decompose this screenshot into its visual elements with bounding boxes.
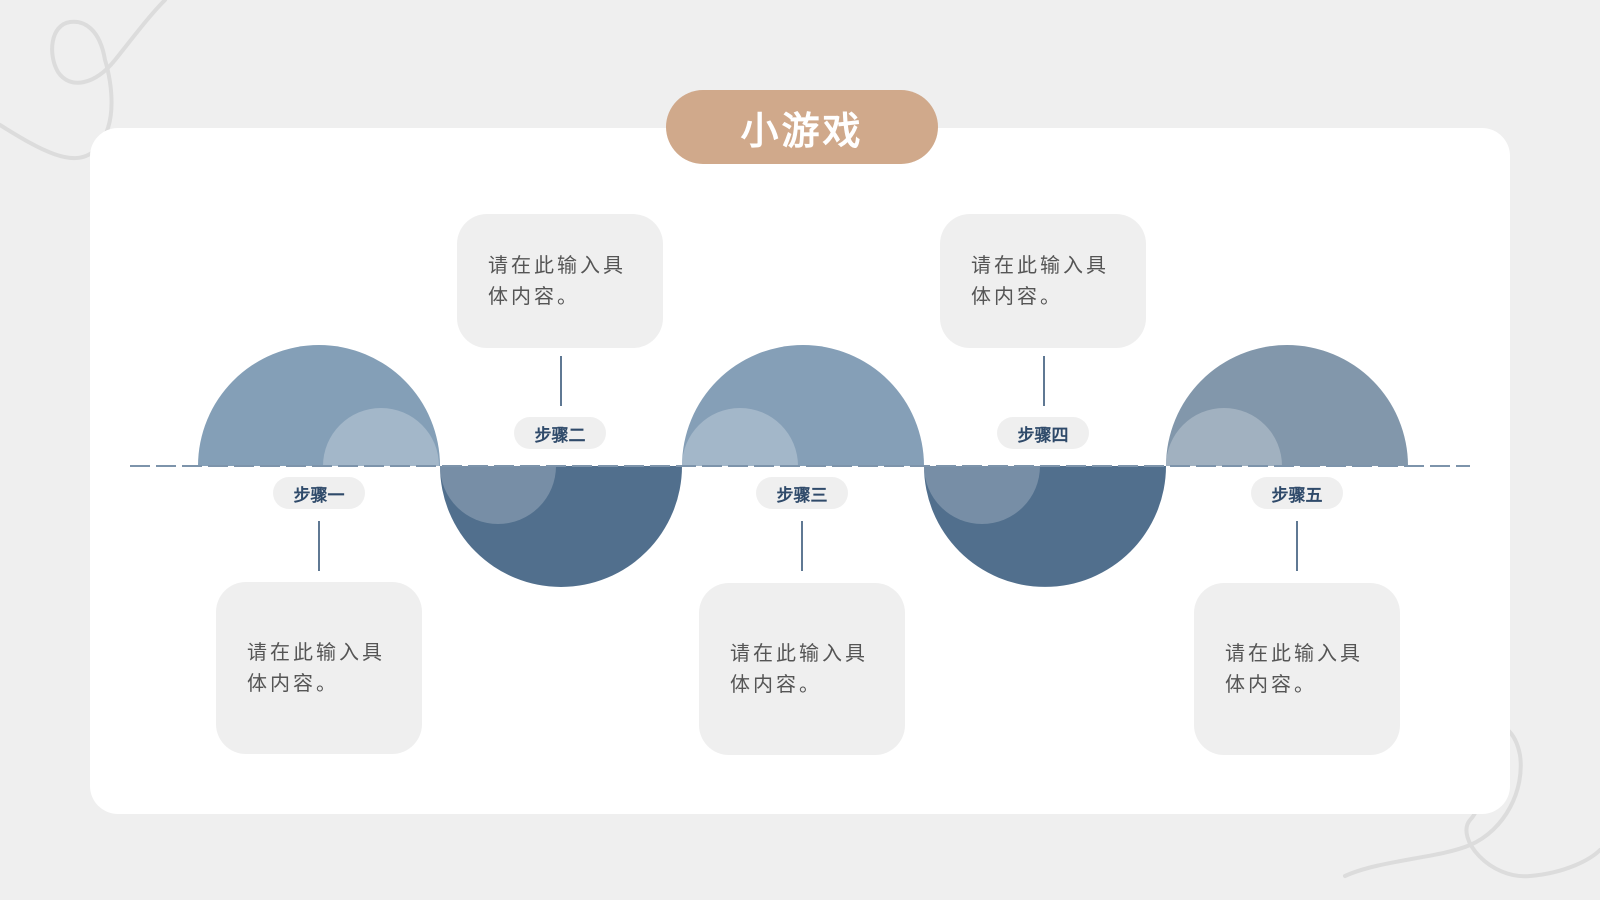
step-3-connector [801, 521, 803, 571]
title-badge: 小游戏 [666, 90, 938, 164]
step-2-textbox: 请在此输入具体内容。 [457, 214, 663, 348]
step-1-textbox: 请在此输入具体内容。 [216, 582, 422, 754]
lower-dome-2 [924, 466, 1166, 587]
step-2-label: 步骤二 [514, 417, 606, 449]
step-5-text: 请在此输入具体内容。 [1225, 641, 1363, 696]
lower-dome-1 [440, 466, 682, 587]
step-4-connector [1043, 356, 1045, 406]
step-5-label: 步骤五 [1251, 477, 1343, 509]
step-3-label: 步骤三 [756, 477, 848, 509]
upper-dome-3 [1166, 345, 1408, 466]
step-4-text: 请在此输入具体内容。 [971, 253, 1109, 308]
step-2-connector [560, 356, 562, 406]
step-5-textbox: 请在此输入具体内容。 [1194, 583, 1400, 755]
step-1-connector [318, 521, 320, 571]
step-1-label: 步骤一 [273, 477, 365, 509]
step-1-text: 请在此输入具体内容。 [247, 640, 385, 695]
step-2-text: 请在此输入具体内容。 [488, 253, 626, 308]
step-5-connector [1296, 521, 1298, 571]
step-3-textbox: 请在此输入具体内容。 [699, 583, 905, 755]
step-4-textbox: 请在此输入具体内容。 [940, 214, 1146, 348]
upper-dome-1 [198, 345, 440, 466]
upper-dome-2 [682, 345, 924, 466]
step-3-text: 请在此输入具体内容。 [730, 641, 868, 696]
step-4-label: 步骤四 [997, 417, 1089, 449]
